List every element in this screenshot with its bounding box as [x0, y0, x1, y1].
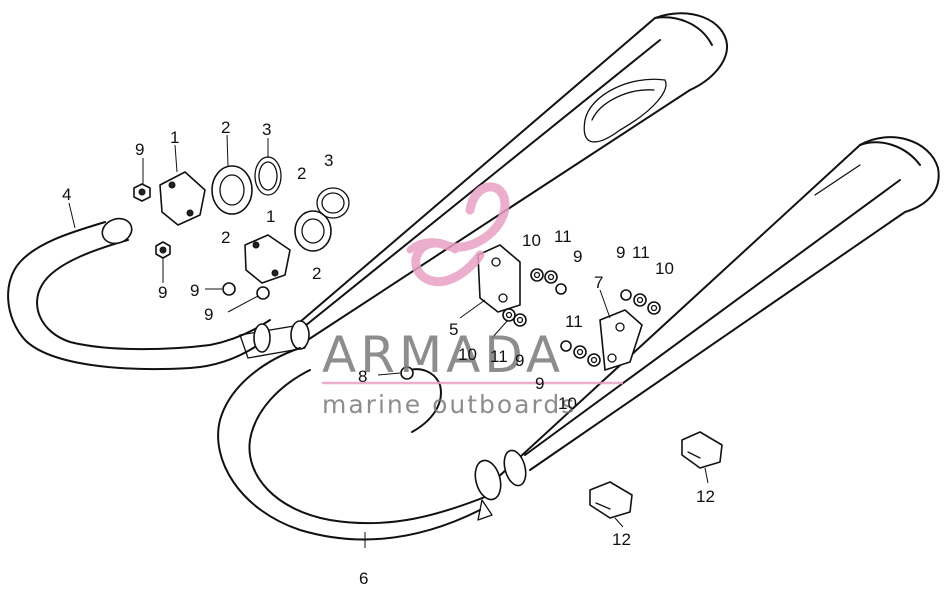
watermark: ARMADA marine outboards	[322, 182, 623, 419]
joint-gasket-left	[211, 165, 253, 215]
callout-10: 10	[558, 394, 577, 413]
callout-11: 11	[565, 312, 583, 331]
rubber-pad-right	[681, 431, 723, 469]
callout-9: 9	[616, 243, 625, 262]
lower-exhaust-pipe	[217, 347, 527, 541]
callout-10: 10	[522, 231, 541, 250]
armada-logo-icon	[406, 182, 510, 287]
callout-8: 8	[358, 367, 367, 386]
callout-9: 9	[190, 281, 199, 300]
callout-1: 1	[266, 207, 275, 226]
muffler-bracket-lower	[599, 309, 643, 371]
leader-lines	[68, 134, 709, 548]
joint-ring-right	[316, 187, 350, 219]
callout-2: 2	[297, 164, 306, 183]
joint-ring-left	[254, 156, 282, 196]
callout-numbers: 1 1 2 2 2 2 3 3 4 5 6 7 8 9 9 9 9 9 9 9 …	[62, 118, 715, 588]
callout-3: 3	[324, 151, 333, 170]
callout-7: 7	[594, 273, 603, 292]
callout-2: 2	[221, 228, 230, 247]
callout-9: 9	[135, 140, 144, 159]
joint-gasket-right	[294, 210, 332, 252]
watermark-tagline: marine outboards	[322, 390, 576, 419]
callout-2: 2	[221, 118, 230, 137]
rubber-pad-left	[589, 481, 633, 519]
exhaust-joint-collar-right	[244, 234, 291, 284]
hanger-strap	[400, 366, 442, 433]
callout-9: 9	[158, 283, 167, 302]
callout-2: 2	[312, 264, 321, 283]
callout-4: 4	[62, 185, 71, 204]
callout-1: 1	[170, 128, 179, 147]
callout-10: 10	[655, 259, 674, 278]
callout-3: 3	[262, 120, 271, 139]
callout-9: 9	[535, 374, 544, 393]
upper-muffler	[299, 12, 729, 346]
callout-6: 6	[359, 569, 368, 588]
muffler-bracket-upper	[477, 244, 521, 313]
callout-9: 9	[204, 305, 213, 324]
callout-9: 9	[515, 351, 524, 370]
callout-11: 11	[632, 243, 650, 262]
callout-12: 12	[612, 530, 631, 549]
callout-10: 10	[458, 345, 477, 364]
callout-9: 9	[573, 247, 582, 266]
callout-11: 11	[490, 347, 508, 366]
callout-12: 12	[696, 487, 715, 506]
callout-11: 11	[554, 227, 572, 246]
upper-exhaust-pipe	[7, 217, 310, 371]
exhaust-joint-collar-left	[159, 171, 206, 226]
nuts-and-washers	[133, 183, 661, 367]
callout-5: 5	[449, 320, 458, 339]
watermark-brand: ARMADA	[322, 326, 564, 384]
lower-muffler	[494, 136, 940, 481]
